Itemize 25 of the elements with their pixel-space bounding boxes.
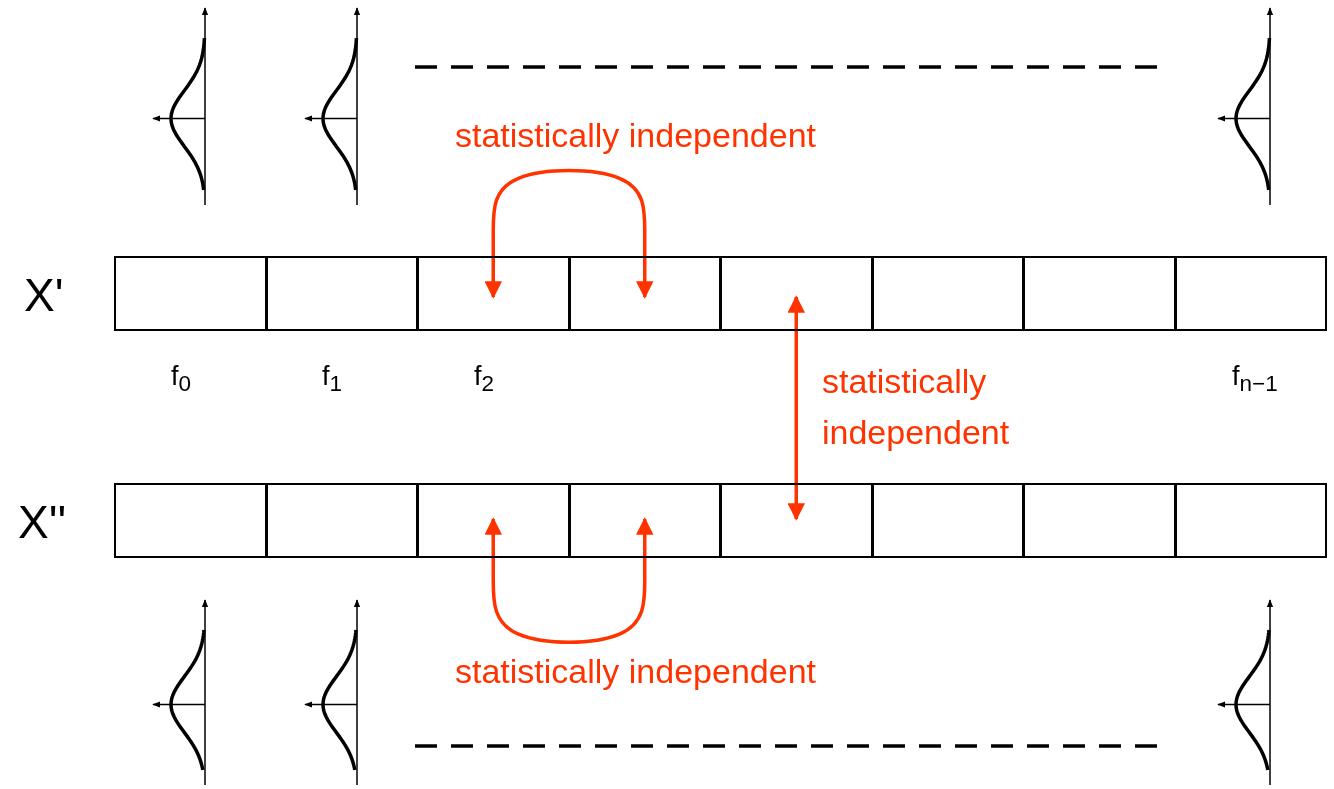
- array-cell: [1174, 483, 1327, 558]
- cell-label: f$_{2}$: [474, 363, 495, 396]
- array-cell: [114, 256, 267, 331]
- array-cell: [871, 256, 1024, 331]
- array-cell: [265, 256, 418, 331]
- array-cell: [568, 256, 721, 331]
- row-label: X': [24, 272, 64, 318]
- double-arrow: [787, 295, 805, 521]
- cell-label: f$_{1}$: [322, 363, 343, 396]
- array-cell: [1023, 256, 1176, 331]
- array-cell: [265, 483, 418, 558]
- array-cell: [568, 483, 721, 558]
- array-cell: [871, 483, 1024, 558]
- array-cell: [1023, 483, 1176, 558]
- array-cell: [720, 483, 873, 558]
- double-arrow: [484, 517, 654, 644]
- cell-label: f$_{0}$: [171, 363, 192, 396]
- row-label: X'': [18, 499, 67, 545]
- array-cell: [720, 256, 873, 331]
- array-cell: [417, 256, 570, 331]
- array-cell: [417, 483, 570, 558]
- cell-label: f$_{n−1}$: [1232, 363, 1278, 396]
- double-arrow: [484, 168, 654, 299]
- array-cell: [114, 483, 267, 558]
- array-cell: [1174, 256, 1327, 331]
